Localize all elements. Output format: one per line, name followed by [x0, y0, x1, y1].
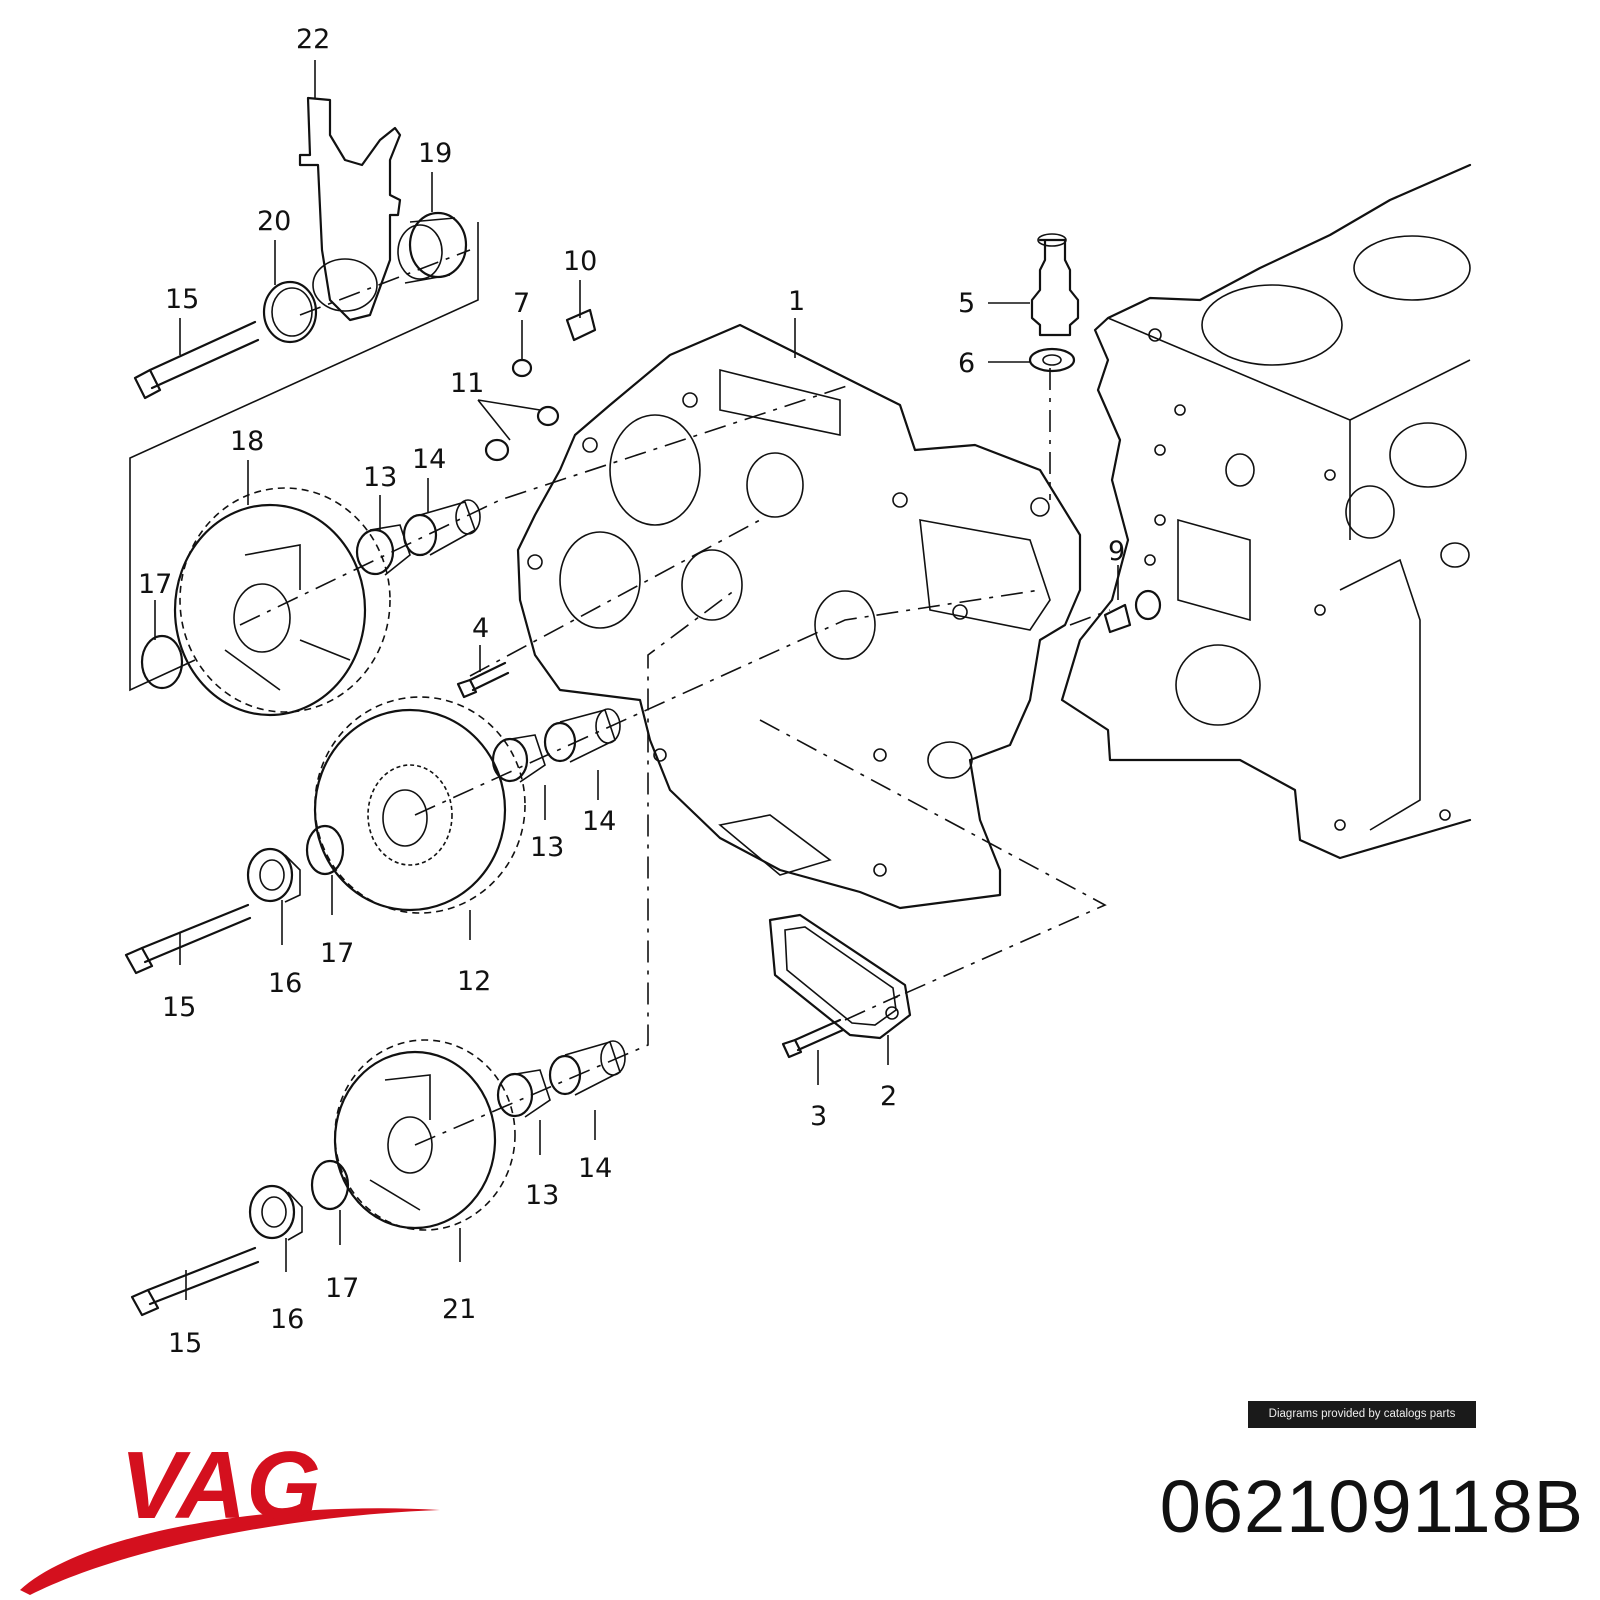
callout-21: 21: [442, 1294, 476, 1325]
callout-17: 17: [138, 569, 172, 600]
callout-14: 14: [578, 1153, 612, 1184]
gear-12: [313, 696, 526, 914]
fitting-5: [1030, 233, 1080, 337]
callout-22: 22: [296, 24, 330, 55]
circlip-17-mid: [305, 824, 345, 876]
bolt-4: [456, 661, 510, 699]
washer-6: [1028, 347, 1076, 373]
gear-21: [333, 1039, 516, 1231]
callout-6: 6: [958, 348, 975, 379]
callout-15: 15: [165, 284, 199, 315]
callout-19: 19: [418, 138, 452, 169]
screw-10: [565, 308, 597, 342]
callout-17: 17: [320, 938, 354, 969]
callout-13: 13: [525, 1180, 559, 1211]
callout-14: 14: [412, 444, 446, 475]
bolt-15-mid: [124, 903, 252, 975]
callout-7: 7: [513, 288, 530, 319]
bushing-13-mid: [491, 734, 546, 783]
cover-plate: [768, 913, 912, 1040]
callout-2: 2: [880, 1081, 897, 1112]
bolt-3: [781, 1018, 845, 1059]
callout-5: 5: [958, 288, 975, 319]
vag-logo: VAG: [20, 1440, 440, 1595]
callout-18: 18: [230, 426, 264, 457]
callout-15: 15: [168, 1328, 202, 1359]
callout-20: 20: [257, 206, 291, 237]
shaft-14-top: [402, 499, 481, 557]
callout-14: 14: [582, 806, 616, 837]
callout-9: 9: [1108, 536, 1125, 567]
callout-13: 13: [363, 462, 397, 493]
part-number: 062109118B: [1159, 1465, 1584, 1548]
callout-11: 11: [450, 368, 484, 399]
gear-18: [173, 487, 391, 717]
bushing-13-bottom: [496, 1069, 551, 1118]
circlip-17-top: [140, 634, 184, 690]
callout-3: 3: [810, 1101, 827, 1132]
credit-label: Diagrams provided by catalogs parts: [1248, 1401, 1476, 1428]
bushing-13-top: [355, 524, 411, 576]
callout-16: 16: [270, 1304, 304, 1335]
sensor-9: [1103, 589, 1162, 634]
bracket-22: [298, 96, 402, 322]
callout-4: 4: [472, 613, 489, 644]
bolt-15-bottom: [130, 1246, 260, 1317]
engine-block: [1060, 163, 1472, 860]
ring-20: [262, 280, 318, 344]
plug-7: [511, 358, 533, 378]
assembly-lines: [239, 249, 1111, 1146]
group-frame: [129, 222, 479, 692]
callout-12: 12: [457, 966, 491, 997]
seal-19: [397, 211, 468, 284]
callout-16: 16: [268, 968, 302, 999]
shaft-14-mid: [543, 708, 621, 763]
callout-13: 13: [530, 832, 564, 863]
callout-15: 15: [162, 992, 196, 1023]
callout-17: 17: [325, 1273, 359, 1304]
leader-lines: [154, 60, 1119, 1300]
pins-11: [484, 405, 560, 462]
callout-10: 10: [563, 246, 597, 277]
shaft-14-bottom: [548, 1040, 626, 1096]
washer-16-mid: [246, 847, 301, 903]
callout-1: 1: [788, 286, 805, 317]
circlip-17-bottom: [310, 1159, 350, 1211]
bolt-15-top: [133, 320, 260, 400]
callouts: 22 19 20 15 10 7 1 5 6 11 18 13 14 17 9 …: [138, 24, 1125, 1359]
timing-housing: [516, 323, 1082, 910]
washer-16-bottom: [248, 1184, 303, 1241]
vag-logo-text: VAG: [120, 1440, 321, 1539]
